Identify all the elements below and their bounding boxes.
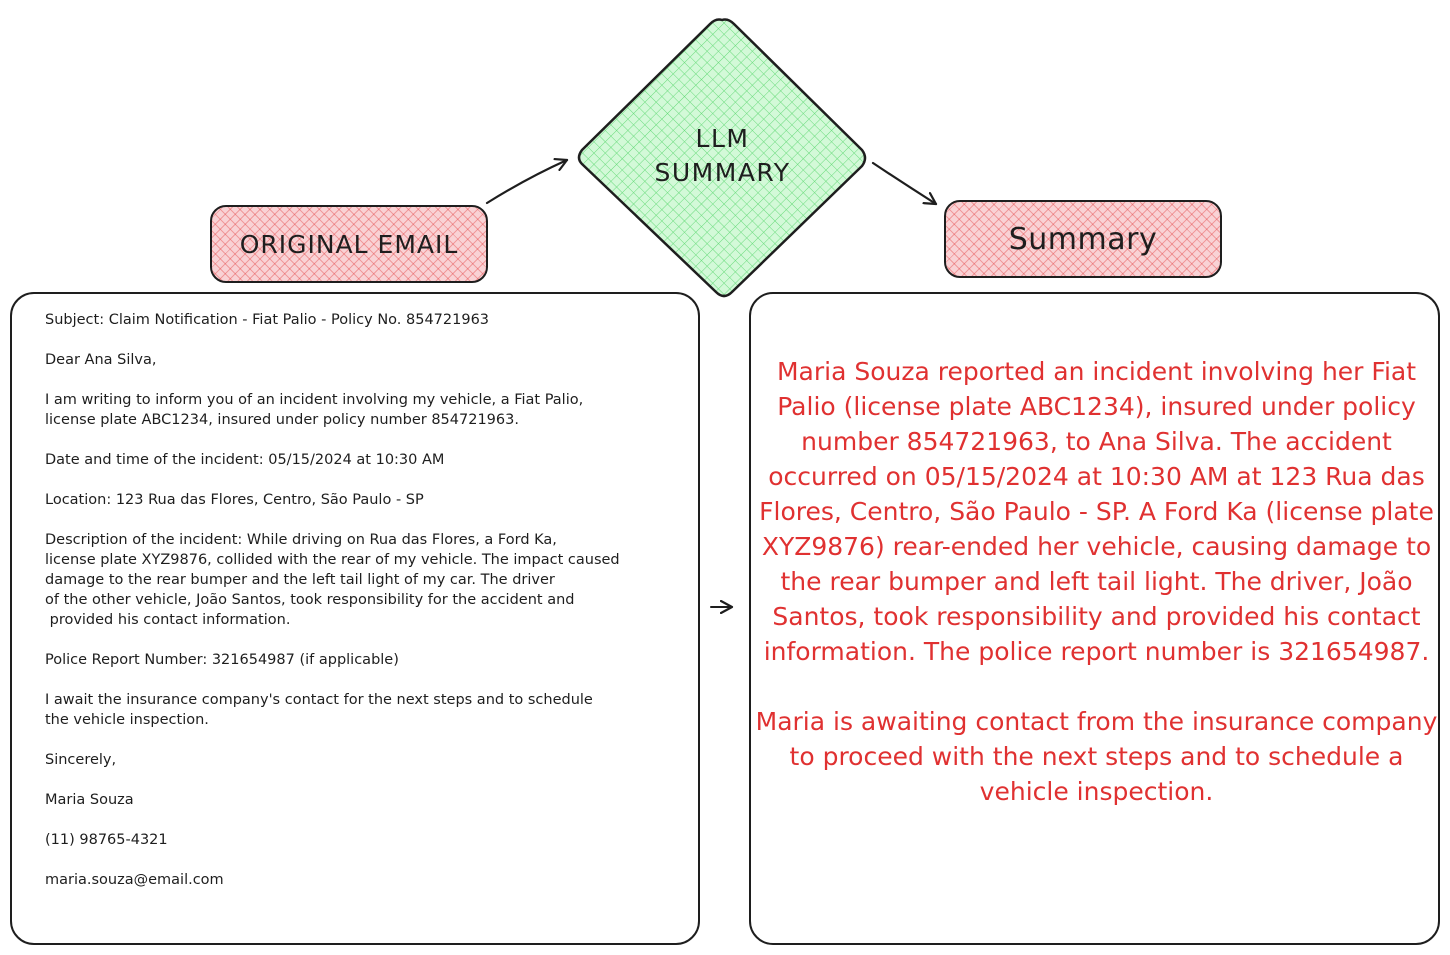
summary-label: Summary bbox=[944, 200, 1222, 278]
email-description-line: license plate XYZ9876, collided with the… bbox=[45, 552, 620, 568]
summary-paragraph: Maria Souza reported an incident involvi… bbox=[759, 357, 1434, 666]
email-description-line: Description of the incident: While drivi… bbox=[45, 532, 557, 548]
llm-summary-label-line: SUMMARY bbox=[654, 158, 791, 187]
llm-summary-label: LLM SUMMARY bbox=[620, 122, 825, 190]
original-email-panel: Subject: Claim Notification - Fiat Palio… bbox=[10, 292, 700, 945]
llm-summary-label-line: LLM bbox=[695, 124, 750, 153]
original-email-label: ORIGINAL EMAIL bbox=[210, 205, 488, 283]
original-email-label-text: ORIGINAL EMAIL bbox=[239, 229, 459, 259]
arrow-email-to-llm bbox=[485, 160, 569, 205]
llm-summary-diamond bbox=[577, 18, 867, 298]
email-description-line: damage to the rear bumper and the left t… bbox=[45, 572, 555, 588]
email-subject: Subject: Claim Notification - Fiat Palio… bbox=[45, 312, 490, 328]
email-closing-line: the vehicle inspection. bbox=[45, 712, 209, 728]
email-police-report: Police Report Number: 321654987 (if appl… bbox=[45, 652, 399, 668]
email-sender-address: maria.souza@email.com bbox=[45, 872, 224, 888]
summary-panel: Maria Souza reported an incident involvi… bbox=[749, 292, 1440, 945]
email-intro-line: license plate ABC1234, insured under pol… bbox=[45, 412, 519, 428]
email-closing-line: I await the insurance company's contact … bbox=[45, 692, 593, 708]
summary-label-text: Summary bbox=[1008, 221, 1158, 257]
email-signoff: Sincerely, bbox=[45, 752, 117, 768]
email-incident-location: Location: 123 Rua das Flores, Centro, Sã… bbox=[45, 492, 424, 508]
email-sender-phone: (11) 98765-4321 bbox=[45, 832, 168, 848]
email-greeting: Dear Ana Silva, bbox=[45, 352, 157, 368]
arrow-llm-to-summary bbox=[871, 161, 938, 206]
email-intro-line: I am writing to inform you of an inciden… bbox=[45, 392, 584, 408]
email-description-line: of the other vehicle, João Santos, took … bbox=[45, 592, 575, 608]
email-incident-datetime: Date and time of the incident: 05/15/202… bbox=[45, 452, 445, 468]
email-description-line: provided his contact information. bbox=[45, 612, 291, 628]
email-sender-name: Maria Souza bbox=[45, 792, 134, 808]
summary-text: Maria Souza reported an incident involvi… bbox=[751, 354, 1442, 809]
summary-paragraph: Maria is awaiting contact from the insur… bbox=[755, 707, 1438, 806]
